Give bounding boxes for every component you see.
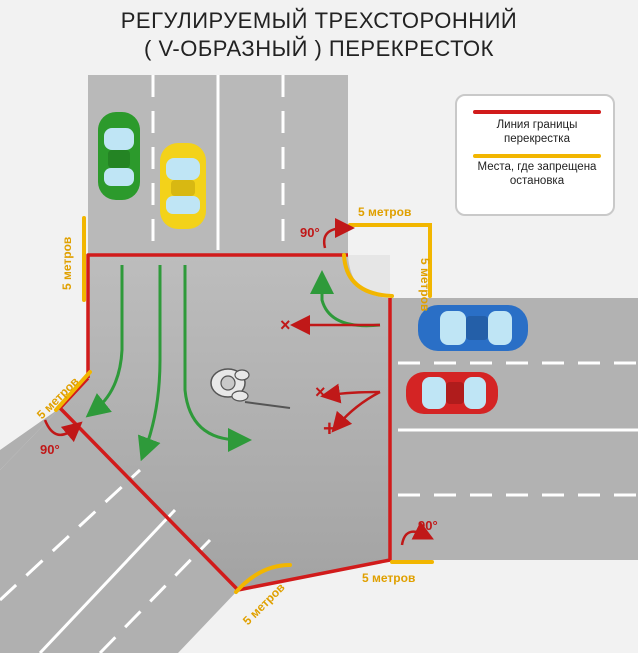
car-green: [98, 112, 140, 200]
legend-boundary-swatch: [473, 110, 601, 114]
legend-box: Линия границы перекрестка Места, где зап…: [455, 94, 615, 216]
prohibition-mark-2: ×: [315, 382, 326, 402]
right-angle-arrows: [43, 218, 434, 546]
angle-label-right: 90°: [418, 518, 438, 533]
car-red: [406, 372, 498, 414]
legend-no-stop-label: Места, где запрещена остановка: [477, 161, 597, 187]
intersection-area: [60, 255, 390, 590]
no-stopping-zones: [54, 216, 434, 594]
title-line-2: ( V-ОБРАЗНЫЙ ) ПЕРЕКРЕСТОК: [144, 36, 494, 61]
prohibition-mark-1: ×: [280, 315, 291, 335]
label-5m-right-vertical: 5 метров: [418, 258, 432, 312]
traffic-controller-figure: [210, 368, 291, 409]
car-blue: [418, 305, 528, 351]
diagonal-road: [0, 408, 238, 653]
lane-markings: [0, 75, 638, 653]
angle-label-top: 90°: [300, 225, 320, 240]
legend-no-stop-swatch: [473, 154, 601, 158]
label-5m-bottom-right: 5 метров: [362, 571, 416, 585]
prohibited-movement-arrows: [290, 315, 381, 433]
label-5m-top-right: 5 метров: [358, 205, 412, 219]
car-yellow: [160, 143, 206, 229]
prohibition-mark-3: +: [323, 416, 336, 441]
angle-label-left: 90°: [40, 442, 60, 457]
title-line-1: РЕГУЛИРУЕМЫЙ ТРЕХСТОРОННИЙ: [120, 8, 518, 33]
label-5m-left-vertical: 5 метров: [60, 236, 74, 290]
legend-boundary-label: Линия границы перекрестка: [496, 119, 578, 145]
